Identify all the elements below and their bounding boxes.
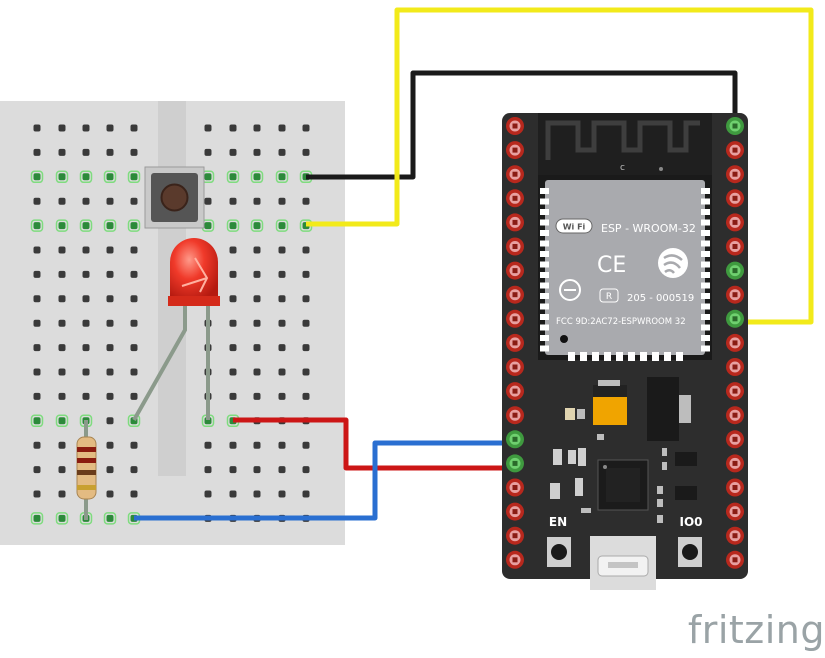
esp-wroom-module: Wi Fi ESP - WROOM-32 CE R 205 - 000519 F… (538, 175, 712, 361)
left-pin-header (506, 117, 524, 569)
yellow-wire[interactable] (306, 7, 814, 325)
en-button[interactable] (547, 537, 571, 567)
resistor[interactable] (76, 420, 97, 520)
push-button[interactable] (144, 166, 205, 229)
module-name: ESP - WROOM-32 (601, 222, 696, 235)
black-wire[interactable] (306, 70, 738, 180)
espressif-logo (658, 248, 688, 278)
wifi-logo-text: Wi Fi (563, 223, 586, 232)
fritzing-watermark: fritzing (687, 608, 825, 652)
led-legs (132, 305, 210, 421)
board-components (547, 377, 702, 567)
certification-mark (559, 279, 581, 301)
cert-number: 205 - 000519 (627, 293, 694, 304)
wifi-logo: Wi Fi (555, 218, 593, 234)
module-castellated-pins (540, 188, 710, 361)
fcc-id: FCC 9D:2AC72-ESPWROOM 32 (556, 317, 686, 327)
io0-button[interactable] (678, 537, 702, 567)
blue-wire[interactable] (134, 440, 515, 521)
red-wire[interactable] (233, 417, 515, 471)
usb-port (590, 536, 656, 590)
antenna-letter: c (620, 163, 625, 173)
red-led[interactable] (168, 238, 220, 306)
io0-label: IO0 (679, 515, 702, 529)
r-mark: R (606, 292, 612, 302)
ce-mark: CE (597, 253, 626, 278)
right-pin-header (726, 117, 744, 569)
en-label: EN (549, 515, 567, 529)
esp32-board: c Wi Fi ESP - WROOM-32 CE R (502, 113, 748, 590)
